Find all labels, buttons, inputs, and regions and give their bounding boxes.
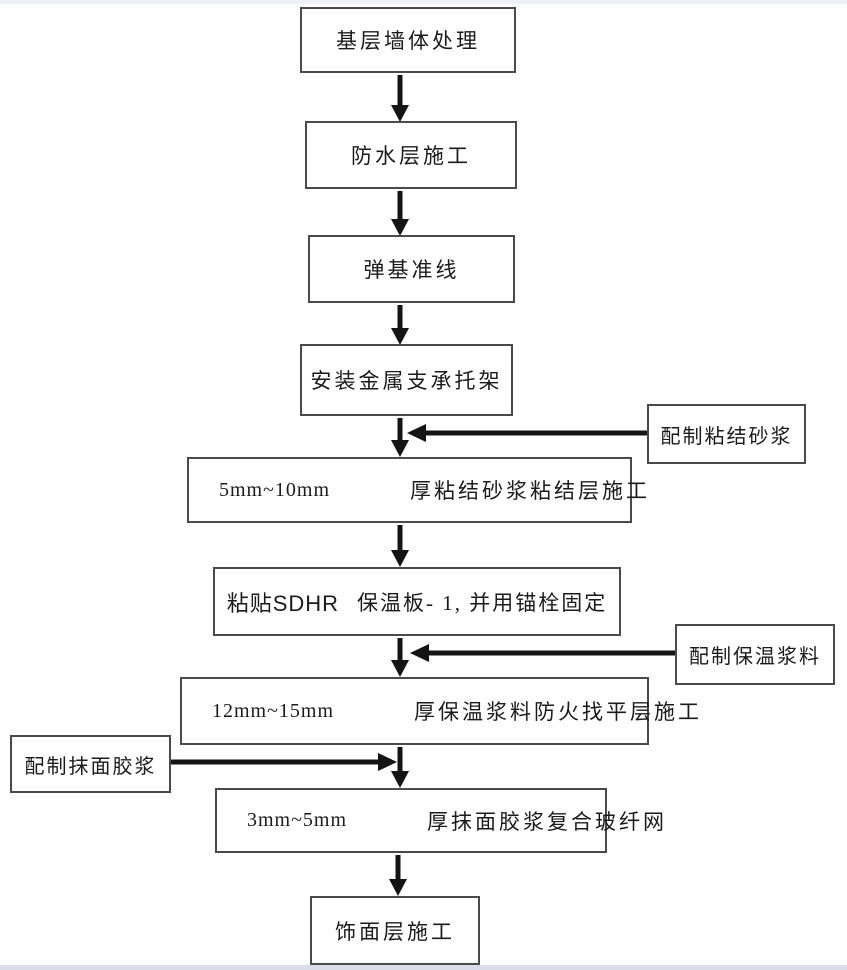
step-waterproof-layer: 防水层施工 (305, 121, 517, 189)
step-finish-layer: 饰面层施工 (310, 896, 480, 965)
step-thickness: 5mm~10mm (219, 478, 331, 501)
page-top-edge (0, 0, 847, 4)
flow-arrow-1 (391, 75, 409, 122)
side-connector-insulation-slurry (410, 644, 675, 662)
flow-arrow-8 (389, 855, 407, 896)
side-input-label: 配制抹面胶浆 (24, 755, 157, 778)
step-label: 厚粘结砂浆粘结层施工 (410, 479, 651, 503)
step-thickness: 12mm~15mm (212, 699, 335, 722)
side-input-label: 配制粘结砂浆 (660, 425, 793, 448)
flow-arrow-6 (391, 638, 409, 677)
flow-arrow-5 (391, 525, 409, 567)
step-label: 饰面层施工 (335, 919, 455, 944)
step-datum-line: 弹基准线 (308, 235, 515, 303)
step-thickness: 3mm~5mm (247, 809, 348, 831)
input-insulation-slurry-prep: 配制保温浆料 (675, 624, 835, 685)
step-label: 弹基准线 (363, 258, 460, 282)
step-label: 安装金属支承托架 (310, 369, 503, 393)
step-label: 基层墙体处理 (336, 29, 480, 53)
step-metal-bracket-install: 安装金属支承托架 (300, 344, 513, 416)
step-bonding-mortar-layer: 5mm~10mm 厚粘结砂浆粘结层施工 (187, 457, 647, 523)
step-label: 厚抹面胶浆复合玻纤网 (427, 809, 668, 834)
flow-arrow-3 (391, 305, 409, 345)
step-insulation-board-fixing: 粘贴SDHR 保温板- 1, 并用锚栓固定 (213, 567, 621, 636)
step-label: 保温板- 1, 并用锚栓固定 (357, 590, 608, 615)
step-base-wall-treatment: 基层墙体处理 (300, 7, 516, 73)
input-bonding-mortar-prep: 配制粘结砂浆 (647, 404, 806, 464)
page-bottom-edge (0, 965, 847, 970)
flow-arrow-7 (391, 747, 409, 788)
input-plaster-adhesive-prep: 配制抹面胶浆 (10, 735, 171, 793)
side-connector-plaster-adhesive (171, 753, 397, 771)
step-prefix: 粘贴SDHR (226, 590, 340, 616)
flow-arrow-2 (391, 191, 409, 236)
step-label: 防水层施工 (351, 144, 471, 168)
flow-arrow-4 (391, 418, 409, 457)
step-plaster-mesh-layer: 3mm~5mm 厚抹面胶浆复合玻纤网 (215, 788, 664, 853)
side-input-label: 配制保温浆料 (689, 646, 821, 668)
step-insulation-slurry-leveling: 12mm~15mm 厚保温浆料防火找平层施工 (180, 677, 699, 745)
side-connector-bonding-mortar (407, 424, 647, 442)
step-label: 厚保温浆料防火找平层施工 (414, 700, 703, 724)
